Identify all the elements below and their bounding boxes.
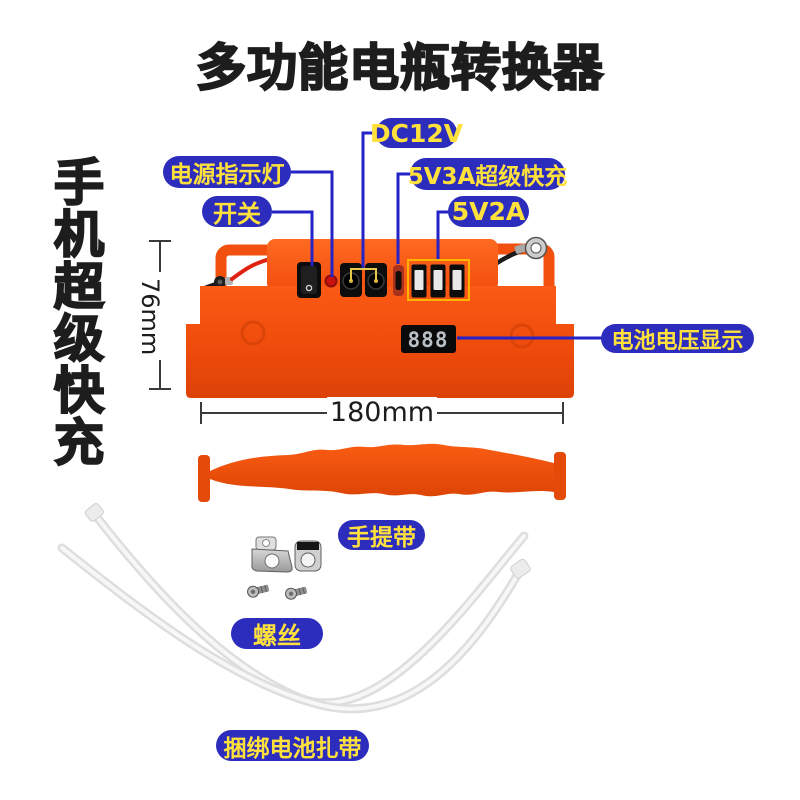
metal-bracket — [294, 540, 322, 572]
cable-tie-head — [510, 558, 531, 579]
dimension-height-value: 76mm — [136, 278, 164, 356]
callout-power-indicator: 电源指示灯 — [163, 156, 291, 188]
battery-ring-terminal — [524, 236, 548, 260]
power-led — [324, 274, 338, 288]
callout-line-indicator — [291, 170, 334, 277]
power-switch — [297, 262, 321, 298]
usb-ports-highlight — [407, 259, 470, 301]
usb-a-ports — [407, 259, 470, 301]
callout-5v2a: 5V2A — [448, 196, 529, 227]
callout-line-5v2a — [436, 210, 449, 259]
dc-ports — [340, 263, 387, 297]
voltage-display: 888 — [401, 325, 456, 353]
callout-screws: 螺丝 — [231, 618, 323, 650]
voltage-display-value: 888 — [408, 328, 449, 352]
page-title: 多功能电瓶转换器 — [195, 38, 604, 98]
metal-bracket — [251, 536, 293, 573]
callout-fast-charge: 5V3A超级快充 — [408, 158, 567, 190]
molded-circle — [509, 323, 535, 349]
usb-c-port — [393, 265, 404, 296]
cable-tie — [84, 503, 529, 708]
screw — [247, 584, 270, 598]
handle-strap-body — [210, 443, 554, 497]
callout-handle-strap: 手提带 — [338, 520, 425, 551]
cable-tie-head — [84, 503, 104, 522]
molded-handle-right — [485, 243, 555, 308]
molded-handle-left — [215, 244, 281, 308]
battery-wire-left — [200, 257, 272, 292]
device-body — [186, 286, 574, 398]
callout-switch: 开关 — [202, 196, 272, 228]
dimension-width-value: 180mm — [327, 397, 437, 428]
callout-line-switch — [272, 210, 314, 266]
screw — [285, 586, 308, 600]
callout-line-dc12v — [361, 131, 377, 268]
side-headline: 手机超级快充 — [45, 155, 105, 469]
molded-circle — [240, 320, 266, 346]
callout-voltage-display: 电池电压显示 — [601, 324, 754, 354]
device-top-block — [267, 239, 498, 291]
battery-wire-right — [494, 236, 548, 266]
dc-ports-bracket — [350, 268, 377, 281]
callout-cable-ties: 捆绑电池扎带 — [216, 730, 369, 762]
callout-dc12v: DC12V — [369, 118, 464, 148]
